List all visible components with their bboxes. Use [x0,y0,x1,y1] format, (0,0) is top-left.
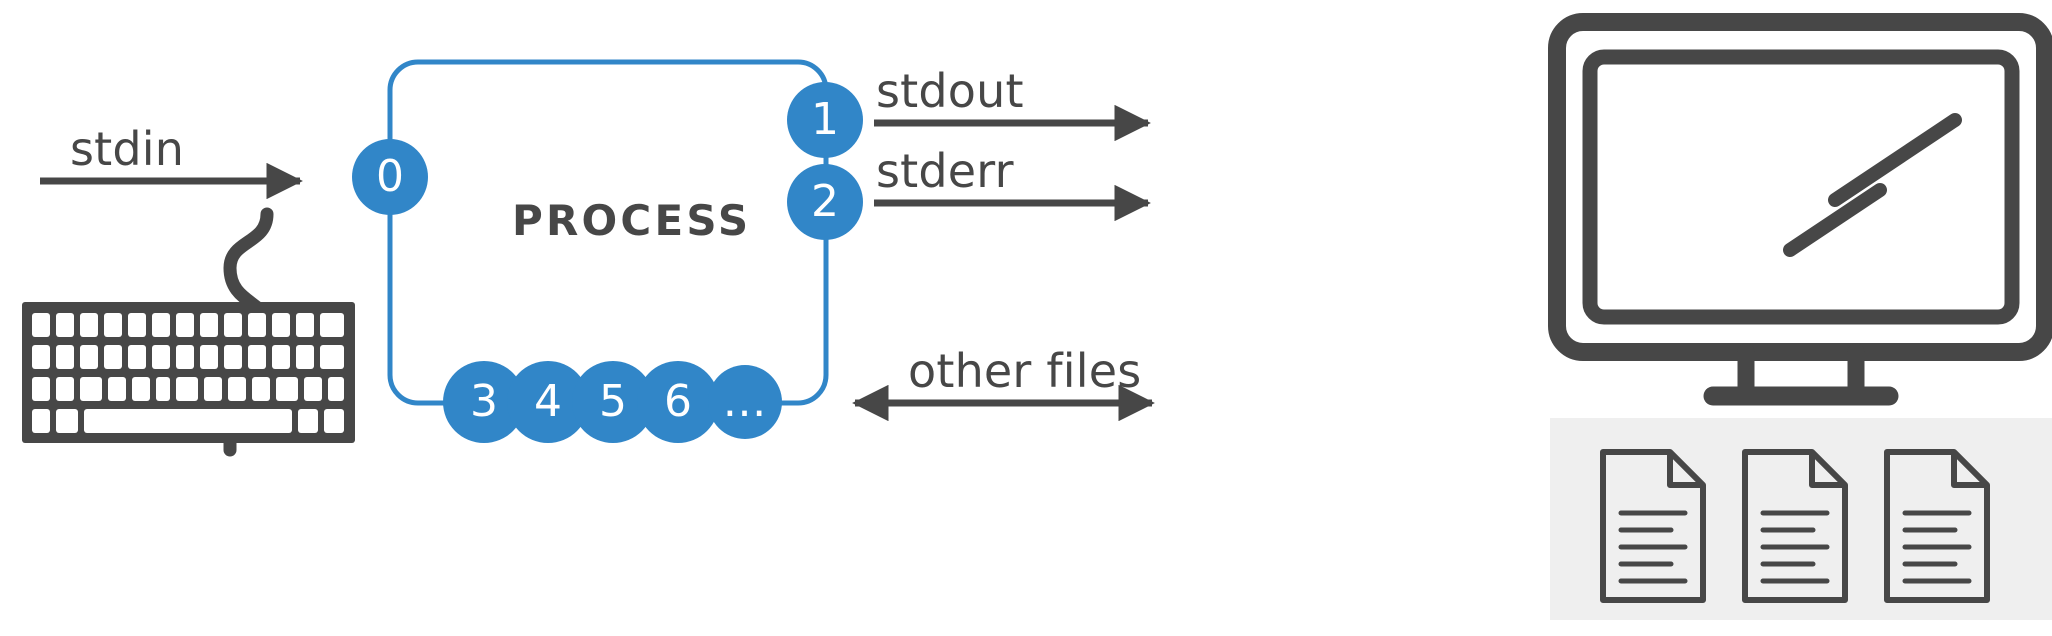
fd-circle-1[interactable] [787,82,863,158]
fd-circle-6[interactable] [637,361,719,443]
stderr-label: stderr [876,144,1014,198]
document-icon-1[interactable] [1600,449,1706,603]
fd-circle-more[interactable] [708,365,782,439]
document-1-page [1600,449,1706,603]
fd-circle-5[interactable] [572,361,654,443]
other-files-label: other files [908,344,1142,398]
document-icon-2[interactable] [1742,449,1848,603]
document-icon-3[interactable] [1884,449,1990,603]
fd-circles [352,82,863,443]
stdin-label: stdin [70,122,185,176]
monitor-screen [1582,49,2020,325]
document-1-text-lines [1618,510,1688,584]
fd-circle-2[interactable] [787,164,863,240]
document-3-text-lines [1902,510,1972,584]
stdout-label: stdout [876,64,1024,118]
process-label: PROCESS [512,196,752,245]
monitor-glare-line-2 [1783,183,1887,257]
monitor-glare-line-1 [1828,113,1962,207]
keyboard-body [22,302,355,443]
keyboard-icon [22,207,355,457]
monitor-bezel [1548,13,2052,361]
fd-circle-0[interactable] [352,139,428,215]
keyboard-keys [32,313,344,433]
document-2-page [1742,449,1848,603]
document-1-fold [1667,452,1703,488]
files-panel [1550,418,2052,620]
fd-circle-3[interactable] [443,361,525,443]
document-2-text-lines [1760,510,1830,584]
monitor-icon [1548,13,2052,406]
document-3-page [1884,449,1990,603]
document-3-fold [1951,452,1987,488]
document-2-fold [1809,452,1845,488]
fd-circle-4[interactable] [507,361,589,443]
monitor-stand-neck [1737,343,1865,401]
